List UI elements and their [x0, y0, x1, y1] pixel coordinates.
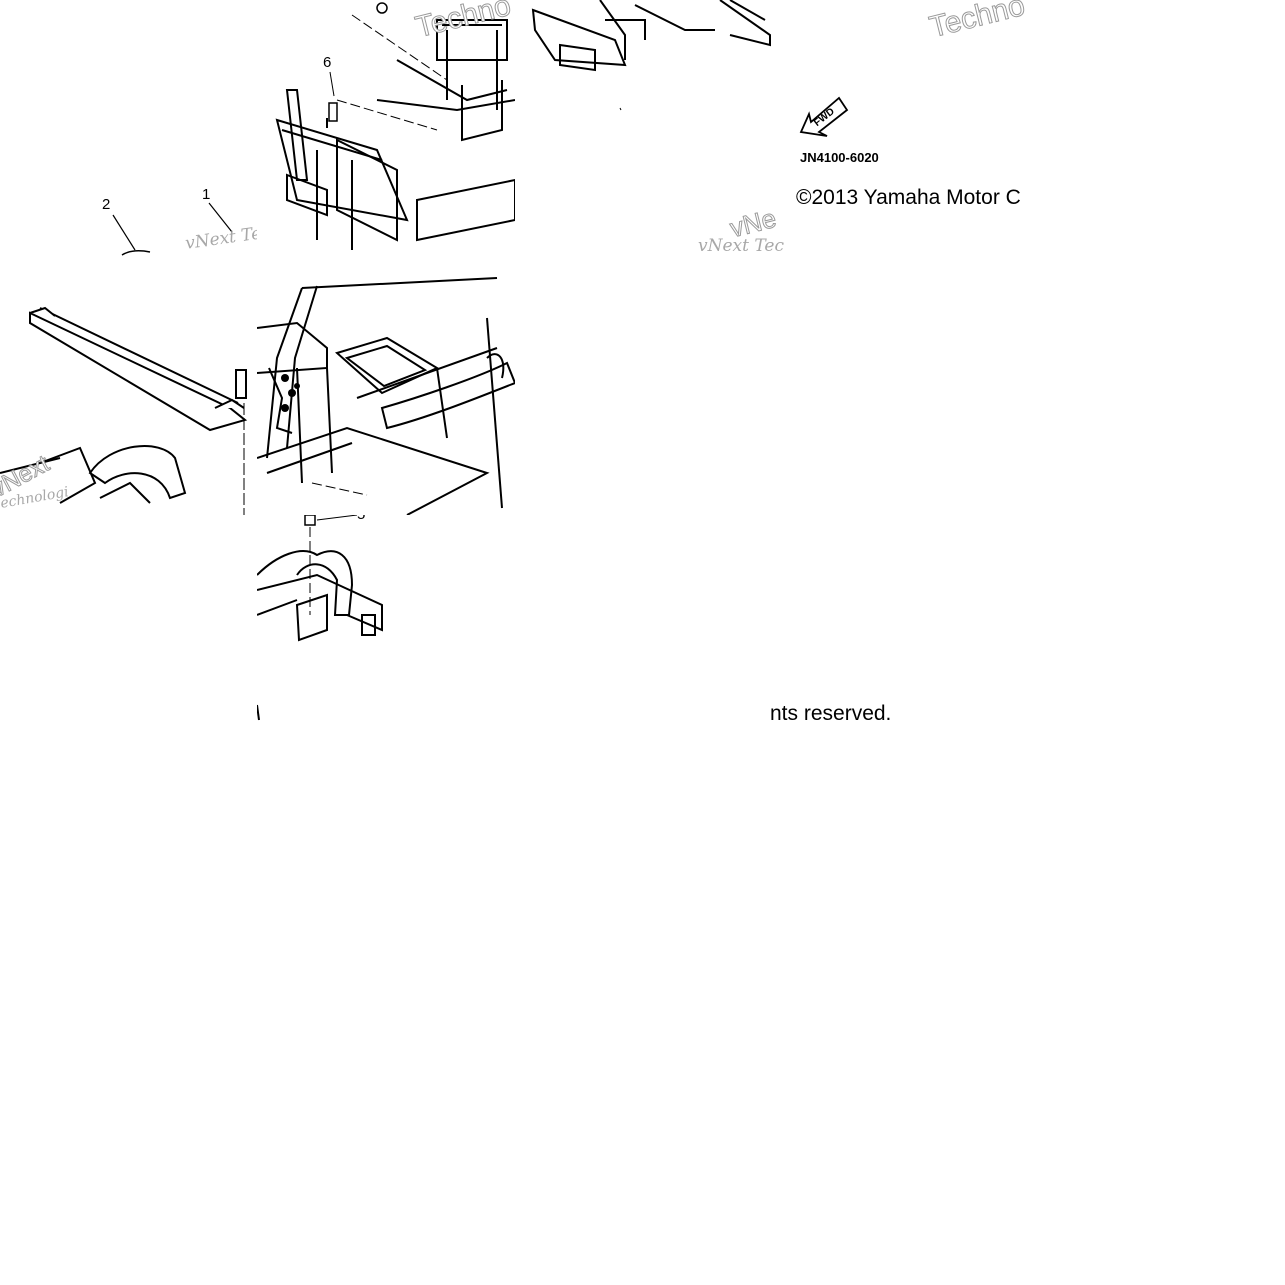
fwd-arrow-icon [799, 96, 849, 137]
callout-5: 5 [357, 515, 365, 523]
diagram-tile-lower: 5 [257, 515, 515, 745]
side-rail-drawing [0, 306, 248, 515]
rear-frame-drawing [257, 515, 383, 721]
copyright-bottom: nts reserved. [770, 702, 892, 725]
callout-1: 1 [202, 186, 211, 203]
diagram-tile-upper-right [515, 0, 771, 258]
diagram-tile-legend: Techno FWD [771, 0, 1029, 258]
watermark-vnext-tec-right: vNext Tec [698, 236, 784, 256]
diagram-code: JN4100-6020 [800, 150, 879, 165]
callout-2: 2 [102, 196, 111, 213]
callout-leaders [112, 202, 233, 256]
frame-drawing-front [531, 0, 771, 111]
diagram-tile-center [257, 258, 515, 515]
diagram-tile-left: vNext echnologi [0, 258, 257, 515]
watermark-techno-right: Techno [926, 0, 1029, 45]
diagram-tile-upper-middle: 6 Techno [257, 0, 515, 258]
main-frame-drawing [257, 277, 515, 515]
diagram-tile-upper-left: 2 1 vNext Tec [0, 0, 257, 258]
copyright-top: ©2013 Yamaha Motor C [796, 186, 1021, 209]
frame-drawing-upper [275, 2, 515, 250]
callout-6: 6 [323, 54, 332, 71]
